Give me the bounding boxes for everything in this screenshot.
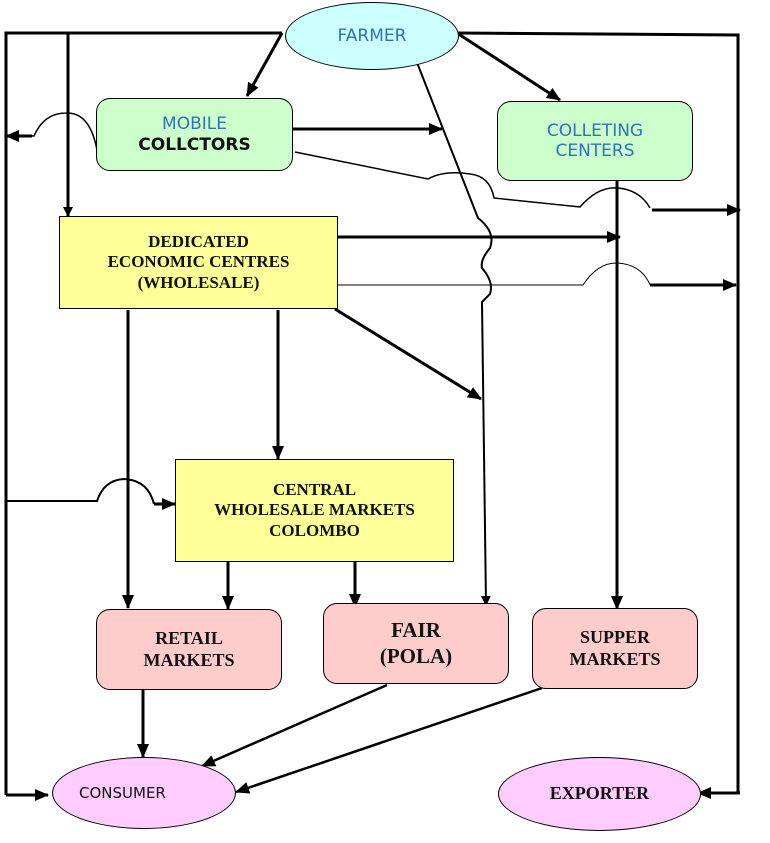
edge-farmer-to-mobile xyxy=(245,32,284,97)
node-retail-markets: RETAIL MARKETS xyxy=(96,609,282,690)
edge-farmer-to-collecting xyxy=(456,31,561,102)
node-retail-label-1: RETAIL xyxy=(155,627,223,648)
node-collecting-centers-label-2: CENTERS xyxy=(555,141,635,161)
node-fair-label-1: FAIR xyxy=(391,618,441,643)
node-super-label-1: SUPPER xyxy=(579,626,650,647)
node-mobile-collectors-label-2: COLLCTORS xyxy=(138,134,251,155)
node-fair-label-2: (POLA) xyxy=(379,643,453,668)
edge-fair-to-consumer xyxy=(201,683,388,768)
node-exporter-label: EXPORTER xyxy=(549,783,650,804)
node-consumer: CONSUMER xyxy=(52,757,236,829)
node-farmer-label: FARMER xyxy=(337,25,407,46)
node-exporter: EXPORTER xyxy=(498,757,701,831)
edge-farmer-bus-left xyxy=(4,31,282,795)
node-super-label-2: MARKETS xyxy=(569,648,661,669)
node-central-label-1: CENTRAL xyxy=(272,479,357,499)
edge-dedicated-to-fair xyxy=(334,307,482,401)
node-dedicated-label-2: ECONOMIC CENTRES xyxy=(107,252,290,272)
node-mobile-collectors-label-1: MOBILE xyxy=(162,114,227,135)
edge-dedicated-to-exporter xyxy=(337,262,651,286)
node-central-label-3: COLOMBO xyxy=(269,520,360,540)
edge-bus-to-central xyxy=(6,477,155,505)
edge-mobile-to-exporter xyxy=(294,151,651,209)
node-fair: FAIR (POLA) xyxy=(323,603,509,684)
edge-supermarkets-to-consumer xyxy=(235,686,543,794)
node-retail-label-2: MARKETS xyxy=(143,649,235,670)
node-central-wholesale-markets: CENTRAL WHOLESALE MARKETS COLOMBO xyxy=(175,459,454,562)
edge-farmer-to-fair xyxy=(415,59,493,606)
node-super-markets: SUPPER MARKETS xyxy=(532,608,698,689)
edge-farmer-bus-right xyxy=(456,31,740,793)
node-collecting-centers: COLLETING CENTERS xyxy=(497,101,693,181)
node-central-label-2: WHOLESALE MARKETS xyxy=(214,500,415,520)
node-collecting-centers-label-1: COLLETING xyxy=(546,120,644,141)
node-mobile-collectors: MOBILE COLLCTORS xyxy=(96,98,293,171)
node-farmer: FARMER xyxy=(285,2,459,70)
edge-mobile-to-consumer-left xyxy=(8,112,98,151)
node-dedicated-economic-centres: DEDICATED ECONOMIC CENTRES (WHOLESALE) xyxy=(59,216,338,309)
node-dedicated-label-1: DEDICATED xyxy=(148,231,249,251)
node-consumer-label: CONSUMER xyxy=(79,784,166,802)
node-dedicated-label-3: (WHOLESALE) xyxy=(137,272,260,292)
